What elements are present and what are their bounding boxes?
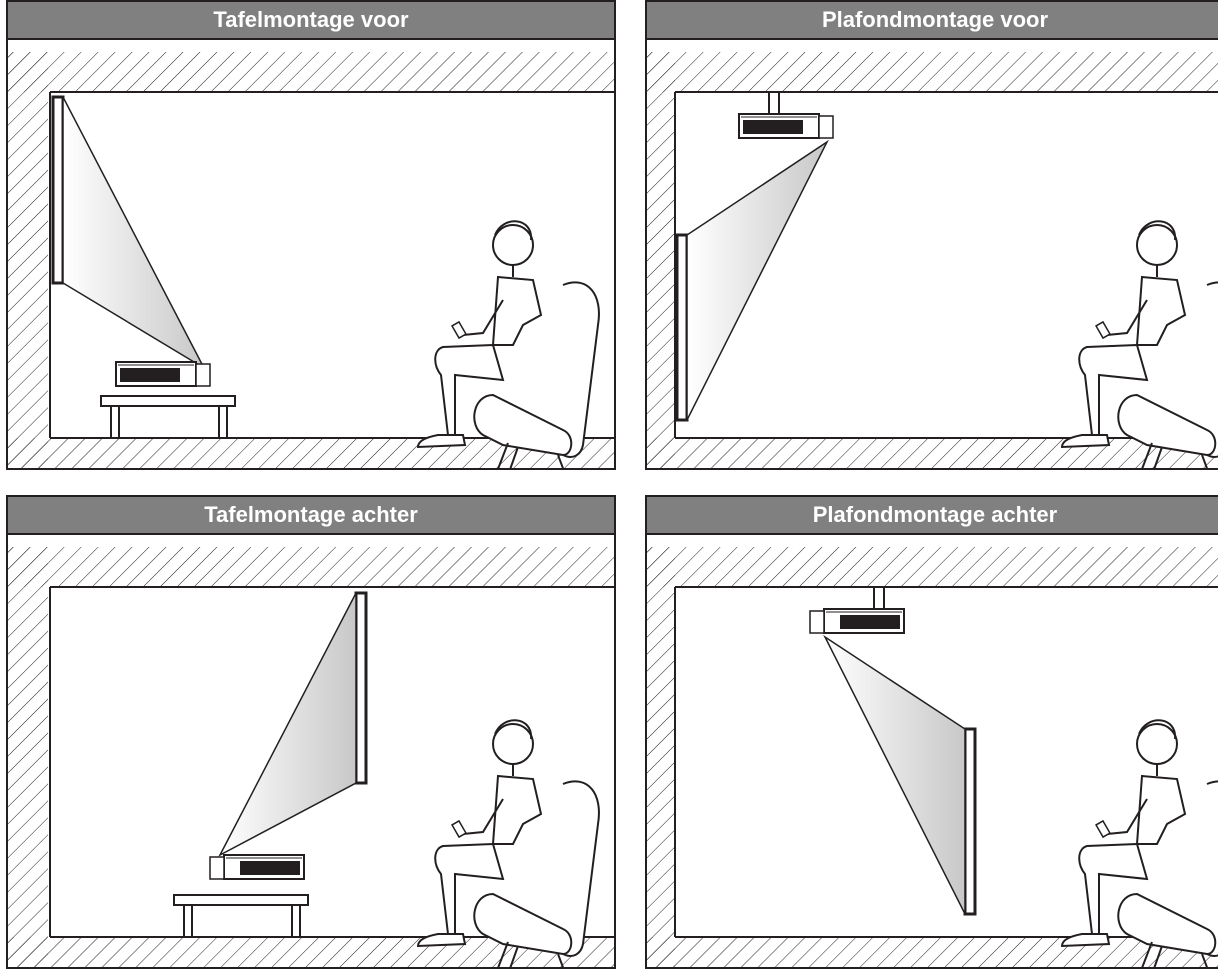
- panel-title: Tafelmontage voor: [8, 2, 614, 40]
- panel-ceiling-front: Plafondmontage voor: [645, 0, 1218, 470]
- diagram-table-rear: [8, 547, 614, 967]
- panel-table-rear: Tafelmontage achter: [6, 495, 616, 969]
- diagram-table-front: [8, 52, 614, 468]
- diagram-ceiling-rear: [647, 547, 1218, 967]
- panel-title: Plafondmontage achter: [647, 497, 1218, 535]
- panel-table-front: Tafelmontage voor: [6, 0, 616, 470]
- panel-title: Plafondmontage voor: [647, 2, 1218, 40]
- panel-title: Tafelmontage achter: [8, 497, 614, 535]
- panel-ceiling-rear: Plafondmontage achter: [645, 495, 1218, 969]
- diagram-ceiling-front: [647, 52, 1218, 468]
